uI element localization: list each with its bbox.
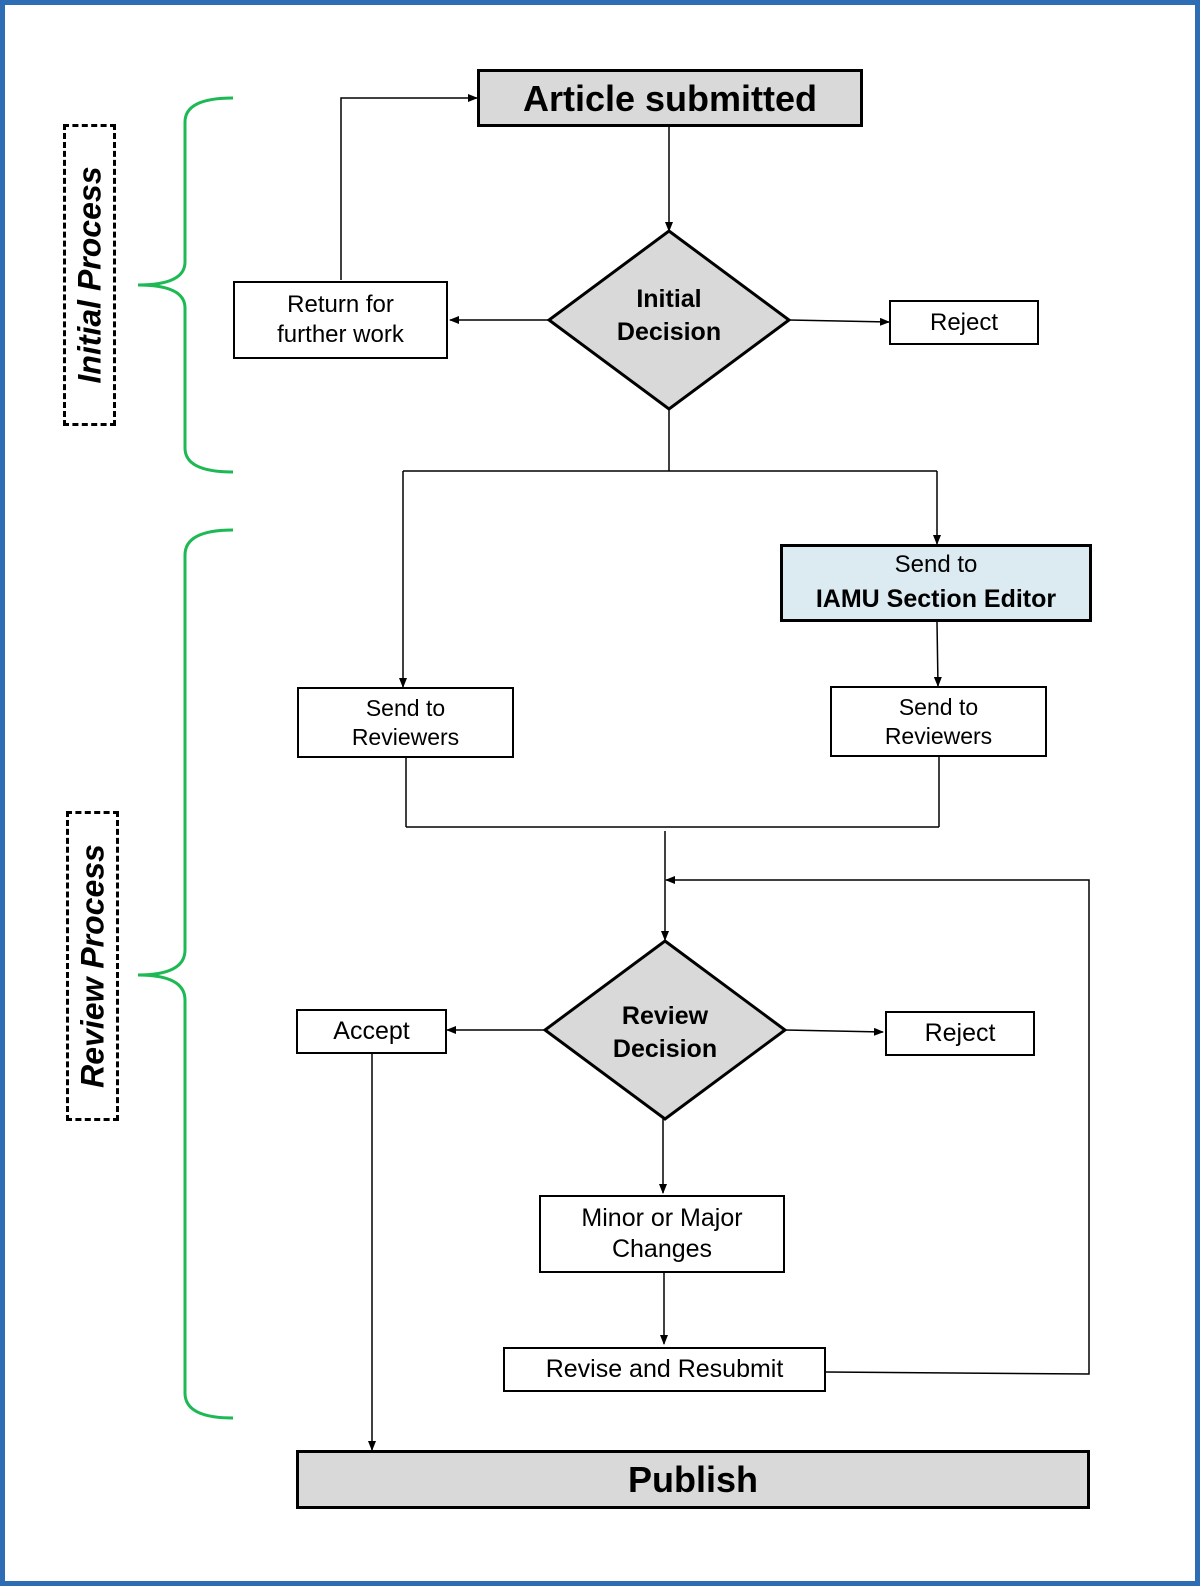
reject-initial-label: Reject (929, 308, 999, 336)
initial-decision-diamond (546, 229, 792, 411)
revise-resubmit-box: Revise and Resubmit (503, 1347, 826, 1392)
return-line-1: Return for (287, 291, 394, 318)
initial-decision-line-1: Initial (636, 285, 702, 313)
send-to-editor-box: Send to IAMU Section Editor (780, 544, 1092, 622)
accept-label: Accept (333, 1016, 410, 1045)
arrow-revise-loop (665, 876, 1090, 1375)
article-submitted-box: Article submitted (477, 69, 863, 127)
initial-decision-label: Initial Decision (569, 283, 769, 348)
review-process-label: Review Process (66, 811, 119, 1121)
reviewers-right-line-1: Send to (898, 693, 979, 720)
review-decision-line-2: Decision (612, 1034, 718, 1063)
article-submitted-label: Article submitted (522, 77, 818, 119)
reviewers-left-line-2: Reviewers (351, 723, 460, 750)
editor-line-1: Send to (894, 551, 978, 579)
editor-line-2: IAMU Section Editor (815, 585, 1057, 614)
accept-box: Accept (296, 1009, 447, 1054)
minor-major-line-2: Changes (611, 1235, 713, 1263)
review-decision-diamond (542, 939, 788, 1121)
send-reviewers-left-box: Send to Reviewers (297, 687, 514, 758)
review-decision-line-1: Review (621, 1002, 709, 1030)
reviewers-left-line-1: Send to (365, 694, 446, 721)
return-line-2: further work (277, 321, 404, 348)
publish-box: Publish (296, 1450, 1090, 1509)
minor-major-changes-box: Minor or Major Changes (539, 1195, 785, 1273)
review-process-bracket (137, 528, 234, 1420)
initial-process-text: Initial Process (71, 166, 107, 384)
arrow-return-to-article (340, 94, 478, 280)
reject-initial-box: Reject (889, 300, 1039, 345)
publish-label: Publish (627, 1459, 758, 1500)
review-process-text: Review Process (74, 844, 110, 1088)
arrow-to-reject-initial (788, 317, 890, 326)
reviewers-right-line-2: Reviewers (884, 722, 993, 749)
revise-resubmit-label: Revise and Resubmit (545, 1354, 784, 1383)
return-for-work-box: Return for further work (233, 281, 448, 359)
reject-review-label: Reject (924, 1018, 996, 1047)
review-decision-label: Review Decision (565, 1000, 765, 1065)
initial-process-label: Initial Process (63, 124, 116, 426)
reject-review-box: Reject (885, 1011, 1035, 1056)
minor-major-line-1: Minor or Major (581, 1203, 743, 1232)
initial-decision-line-2: Decision (616, 317, 722, 346)
initial-process-bracket (137, 96, 234, 474)
arrow-editor-to-reviewers (933, 621, 942, 687)
arrow-to-reject-review (784, 1027, 884, 1036)
send-reviewers-right-box: Send to Reviewers (830, 686, 1047, 757)
